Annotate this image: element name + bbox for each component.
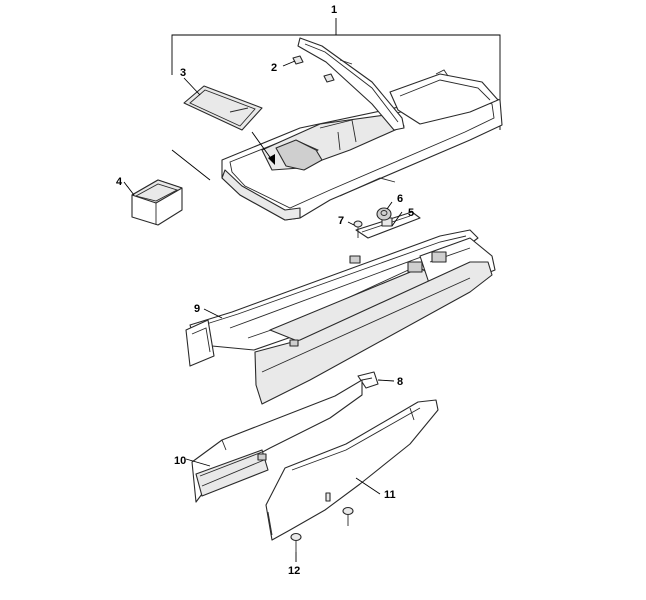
screw-7 (353, 220, 363, 238)
console-base-9 (185, 229, 496, 405)
callout-2: 2 (271, 62, 277, 74)
callout-5: 5 (408, 207, 414, 219)
bracket-8 (357, 371, 379, 389)
callout-4: 4 (116, 176, 123, 188)
screw-12b (342, 506, 354, 526)
callout-8: 8 (397, 376, 403, 388)
side-panel-10 (191, 379, 363, 503)
plug-pair-2 (292, 55, 335, 83)
callout-7: 7 (338, 215, 344, 227)
callout-9: 9 (194, 303, 200, 315)
leader-lines (123, 60, 403, 562)
callout-11: 11 (384, 489, 396, 501)
insert-direction-arrow (251, 131, 275, 165)
callout-12: 12 (288, 565, 300, 577)
screw-12a (290, 532, 302, 552)
console-top-assembly (221, 37, 503, 221)
callout-3: 3 (180, 67, 186, 79)
storage-box-4 (131, 179, 183, 226)
callout-6: 6 (397, 193, 403, 205)
assembly-bracket-1 (171, 18, 501, 181)
console-mat-3 (183, 85, 263, 131)
mounting-plate-5 (355, 211, 421, 239)
callout-10: 10 (174, 455, 186, 467)
side-panel-11 (265, 399, 439, 541)
callout-labels: 1 2 3 4 5 6 7 8 9 10 11 12 (116, 4, 414, 577)
callout-1: 1 (331, 4, 337, 16)
grommet-6 (376, 207, 392, 221)
